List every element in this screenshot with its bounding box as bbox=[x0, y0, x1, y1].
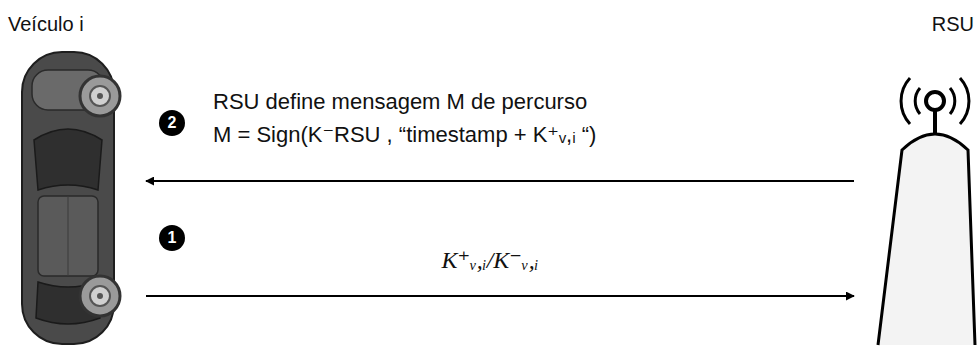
car-illustration bbox=[22, 52, 120, 344]
formula-text: M = Sign(K⁻RSU , “timestamp + K⁺ᵥ,ᵢ “) bbox=[213, 121, 596, 149]
edge-label: RSU define mensagem M de percurso bbox=[213, 88, 587, 116]
callout-number: 2 bbox=[159, 110, 185, 136]
actor-node: Veículo i bbox=[8, 12, 146, 345]
actor-heading: Veículo i bbox=[8, 12, 146, 36]
actor-node: RSU bbox=[854, 12, 974, 345]
message-arrow bbox=[146, 295, 854, 297]
wheel bbox=[80, 76, 120, 116]
edge-label: K⁺ᵥ,ᵢ/K⁻ᵥ,ᵢ bbox=[441, 246, 538, 274]
actor-heading: RSU bbox=[854, 12, 974, 36]
message-arrow bbox=[146, 180, 854, 182]
rsu-illustration bbox=[878, 78, 975, 345]
callout-number: 1 bbox=[159, 225, 185, 251]
wheel bbox=[80, 276, 120, 316]
